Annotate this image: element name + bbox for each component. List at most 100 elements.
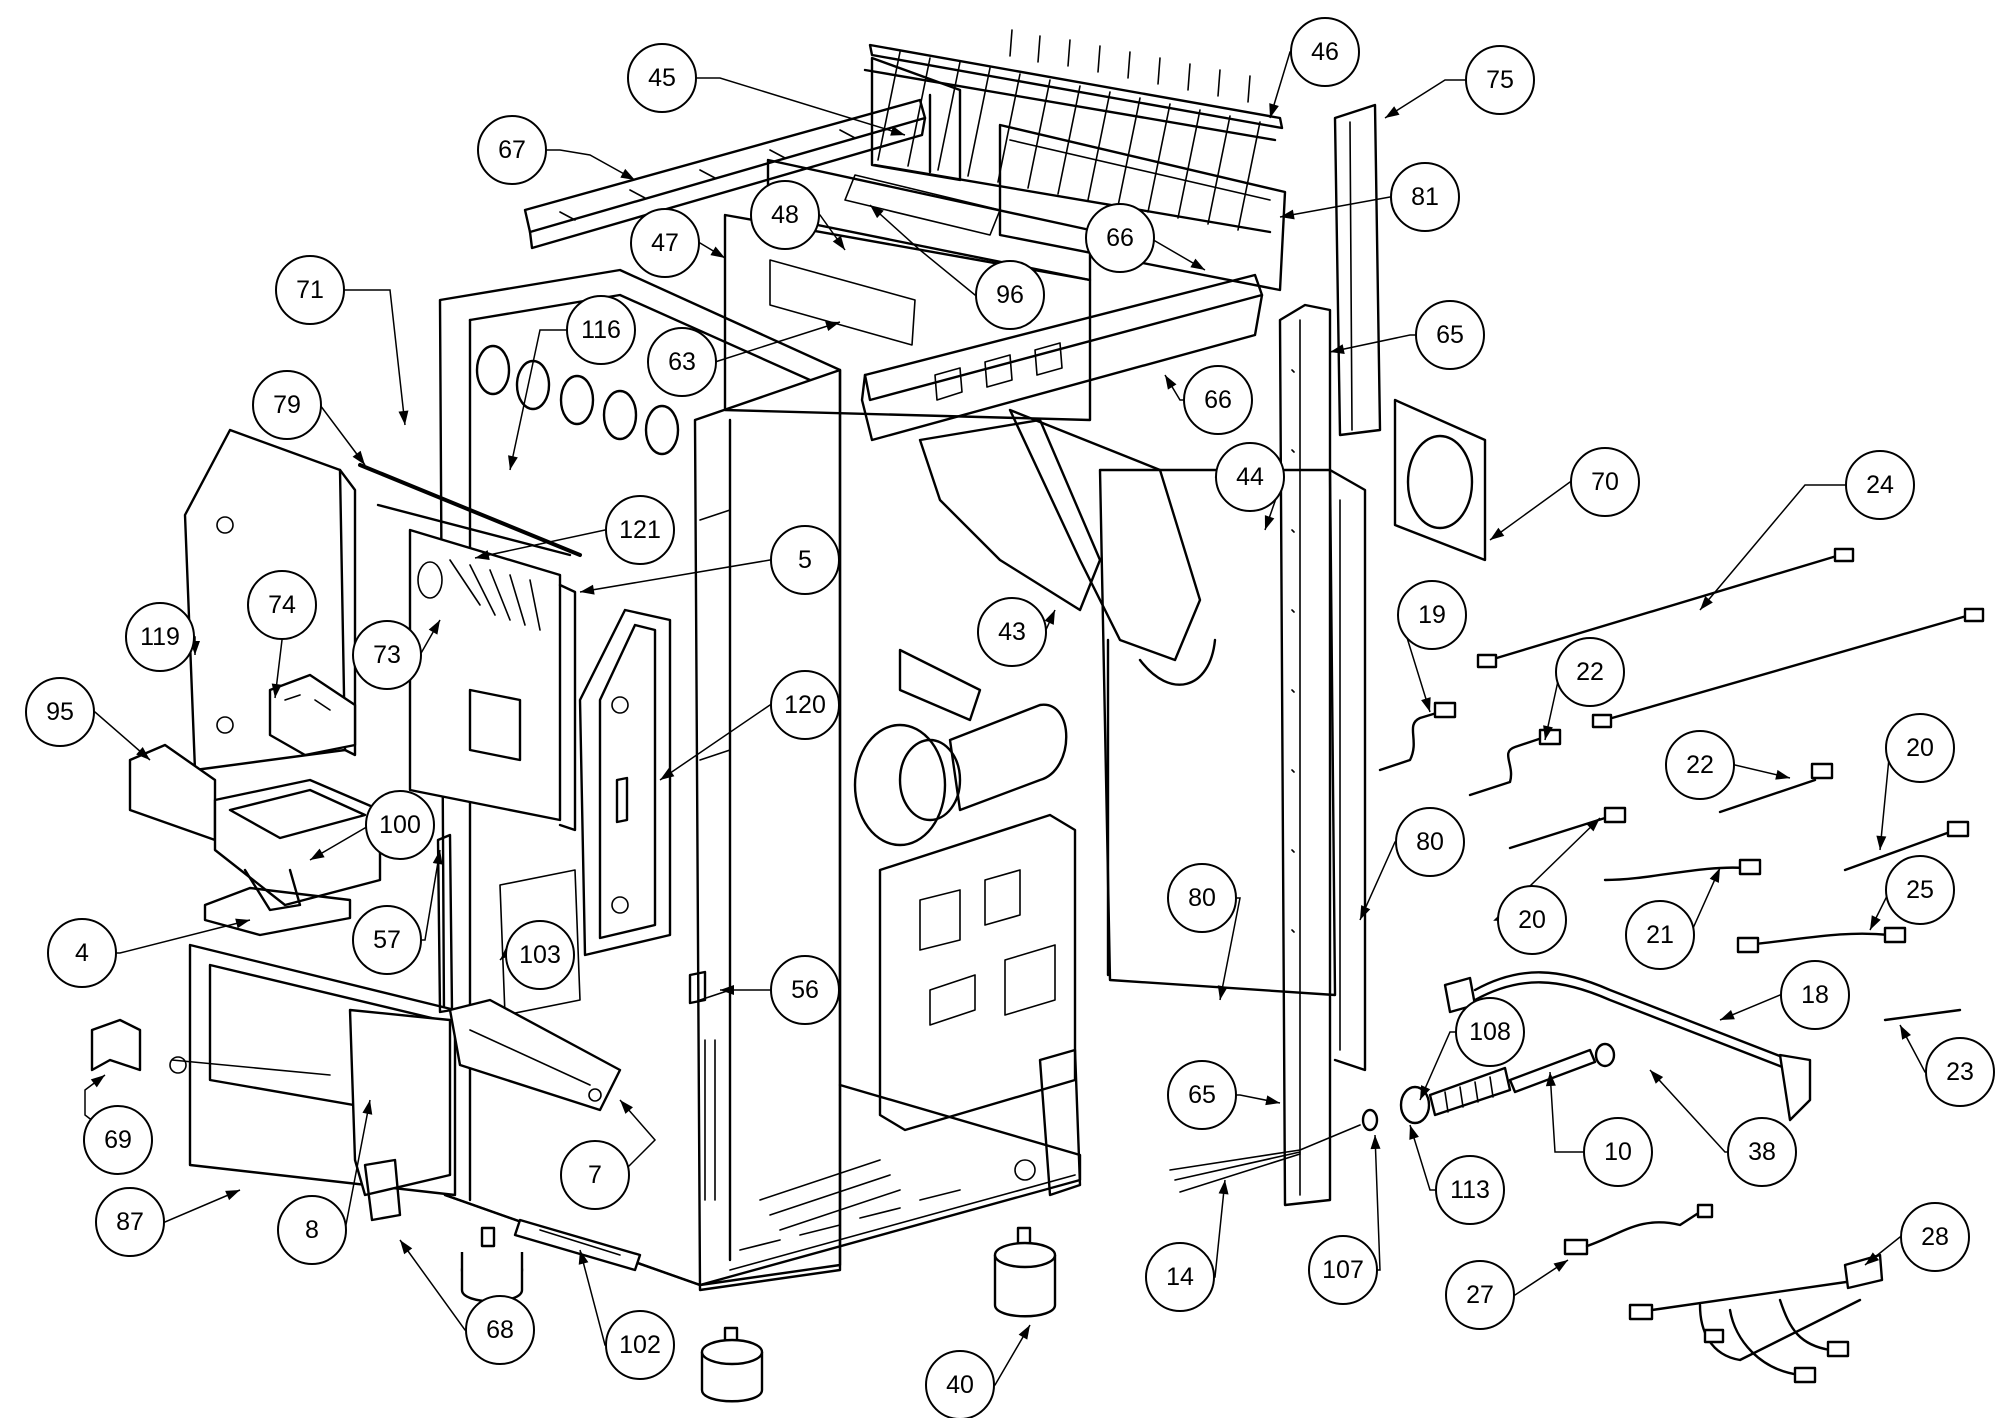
leader-line	[1879, 747, 1891, 851]
firebox-front-drawing	[358, 463, 582, 832]
callout-119: 119	[125, 602, 200, 672]
callout-label: 22	[1686, 751, 1714, 779]
callout-circle	[1308, 1235, 1378, 1305]
callout-label: 119	[140, 623, 180, 651]
callout-19: 19	[1397, 580, 1467, 713]
callout-5: 5	[579, 525, 840, 595]
callout-57: 57	[352, 849, 443, 975]
callout-22: 22	[1543, 637, 1625, 741]
top-bracket-drawing	[523, 98, 927, 250]
callout-label: 108	[1469, 1018, 1511, 1046]
callout-121: 121	[474, 495, 675, 565]
leader-line	[714, 321, 841, 363]
callout-circle	[560, 1140, 630, 1210]
callout-circle	[977, 597, 1047, 667]
callout-113: 113	[1409, 1124, 1505, 1225]
leader-arrowhead	[400, 1240, 413, 1255]
callout-label: 81	[1411, 183, 1439, 211]
leader-arrowhead	[1265, 1095, 1280, 1106]
callout-circle	[477, 115, 547, 185]
callout-120: 120	[659, 670, 840, 781]
leader-arrowhead	[1700, 596, 1713, 610]
leader-arrowhead	[1044, 610, 1055, 625]
callout-label: 65	[1436, 321, 1464, 349]
leader-arrowhead	[1218, 1180, 1229, 1195]
leader-line	[579, 559, 771, 593]
leader-line	[1549, 1071, 1590, 1153]
leader-line	[1214, 1179, 1226, 1278]
callout-label: 68	[486, 1316, 514, 1344]
callout-65: 65	[1167, 1060, 1281, 1130]
callout-label: 121	[619, 516, 661, 544]
callout-label: 80	[1416, 828, 1444, 856]
leader-line	[579, 1249, 606, 1346]
leader-line	[116, 919, 251, 954]
hinge-plate-drawing	[513, 1218, 642, 1272]
callout-circle	[1435, 1155, 1505, 1225]
callout-108: 108	[1419, 997, 1525, 1101]
leader-arrowhead	[225, 1190, 240, 1201]
callout-label: 71	[296, 276, 324, 304]
callout-label: 67	[498, 136, 526, 164]
callout-27: 27	[1445, 1259, 1569, 1330]
callout-label: 102	[619, 1331, 661, 1359]
leader-arrowhead	[1269, 103, 1279, 118]
callout-circle	[275, 255, 345, 325]
callout-circle	[627, 43, 697, 113]
leader-arrowhead	[710, 246, 725, 258]
callout-label: 4	[75, 939, 89, 967]
leader-arrowhead	[1720, 1010, 1735, 1020]
callout-label: 25	[1906, 876, 1934, 904]
callout-label: 79	[273, 391, 301, 419]
callout-70: 70	[1489, 447, 1640, 541]
leader-arrowhead	[428, 620, 440, 635]
callout-75: 75	[1384, 45, 1535, 119]
callout-label: 46	[1311, 38, 1339, 66]
leader-arrowhead	[1385, 106, 1400, 118]
callout-circle	[770, 955, 840, 1025]
clip-drawing	[90, 1018, 142, 1072]
front-door-drawing	[169, 943, 457, 1222]
callout-label: 120	[784, 691, 826, 719]
callout-circle	[770, 670, 840, 740]
callout-80: 80	[1167, 863, 1241, 1001]
callout-circle	[1665, 730, 1735, 800]
callout-96: 96	[869, 204, 1045, 330]
callout-74: 74	[247, 570, 317, 699]
callout-circle	[750, 180, 820, 250]
callout-circle	[1390, 162, 1460, 232]
callout-circle	[1395, 807, 1465, 877]
callout-circle	[925, 1350, 995, 1418]
top-panel-drawing	[998, 123, 1287, 292]
callout-label: 21	[1646, 921, 1674, 949]
callout-20: 20	[1493, 817, 1601, 955]
callout-label: 10	[1604, 1138, 1632, 1166]
callout-circle	[1497, 885, 1567, 955]
leader-arrowhead	[1409, 1125, 1419, 1140]
callout-102: 102	[578, 1249, 675, 1380]
callout-label: 87	[116, 1208, 144, 1236]
leader-arrowhead	[1330, 344, 1345, 354]
callout-circle	[47, 918, 117, 988]
bracket-drawing	[268, 673, 357, 757]
callout-circle	[1570, 447, 1640, 517]
callout-63: 63	[647, 321, 841, 397]
callout-circle	[277, 1195, 347, 1265]
leader-arrowhead	[1420, 1085, 1431, 1100]
leader-arrowhead	[398, 410, 409, 425]
callout-23: 23	[1899, 1024, 1995, 1107]
leader-arrowhead	[362, 1100, 373, 1115]
leader-arrowhead	[660, 767, 675, 780]
callout-label: 7	[588, 1161, 602, 1189]
callout-circle	[1925, 1037, 1995, 1107]
callout-label: 43	[998, 618, 1026, 646]
leader-line	[1409, 1124, 1436, 1191]
callout-label: 23	[1946, 1058, 1974, 1086]
callout-68: 68	[399, 1239, 535, 1365]
control-board-drawing	[878, 813, 1082, 1197]
callout-66: 66	[1085, 203, 1206, 273]
callout-label: 113	[1450, 1176, 1490, 1204]
callout-44: 44	[1214, 442, 1285, 531]
callout-43: 43	[977, 597, 1056, 667]
callout-label: 19	[1418, 601, 1446, 629]
